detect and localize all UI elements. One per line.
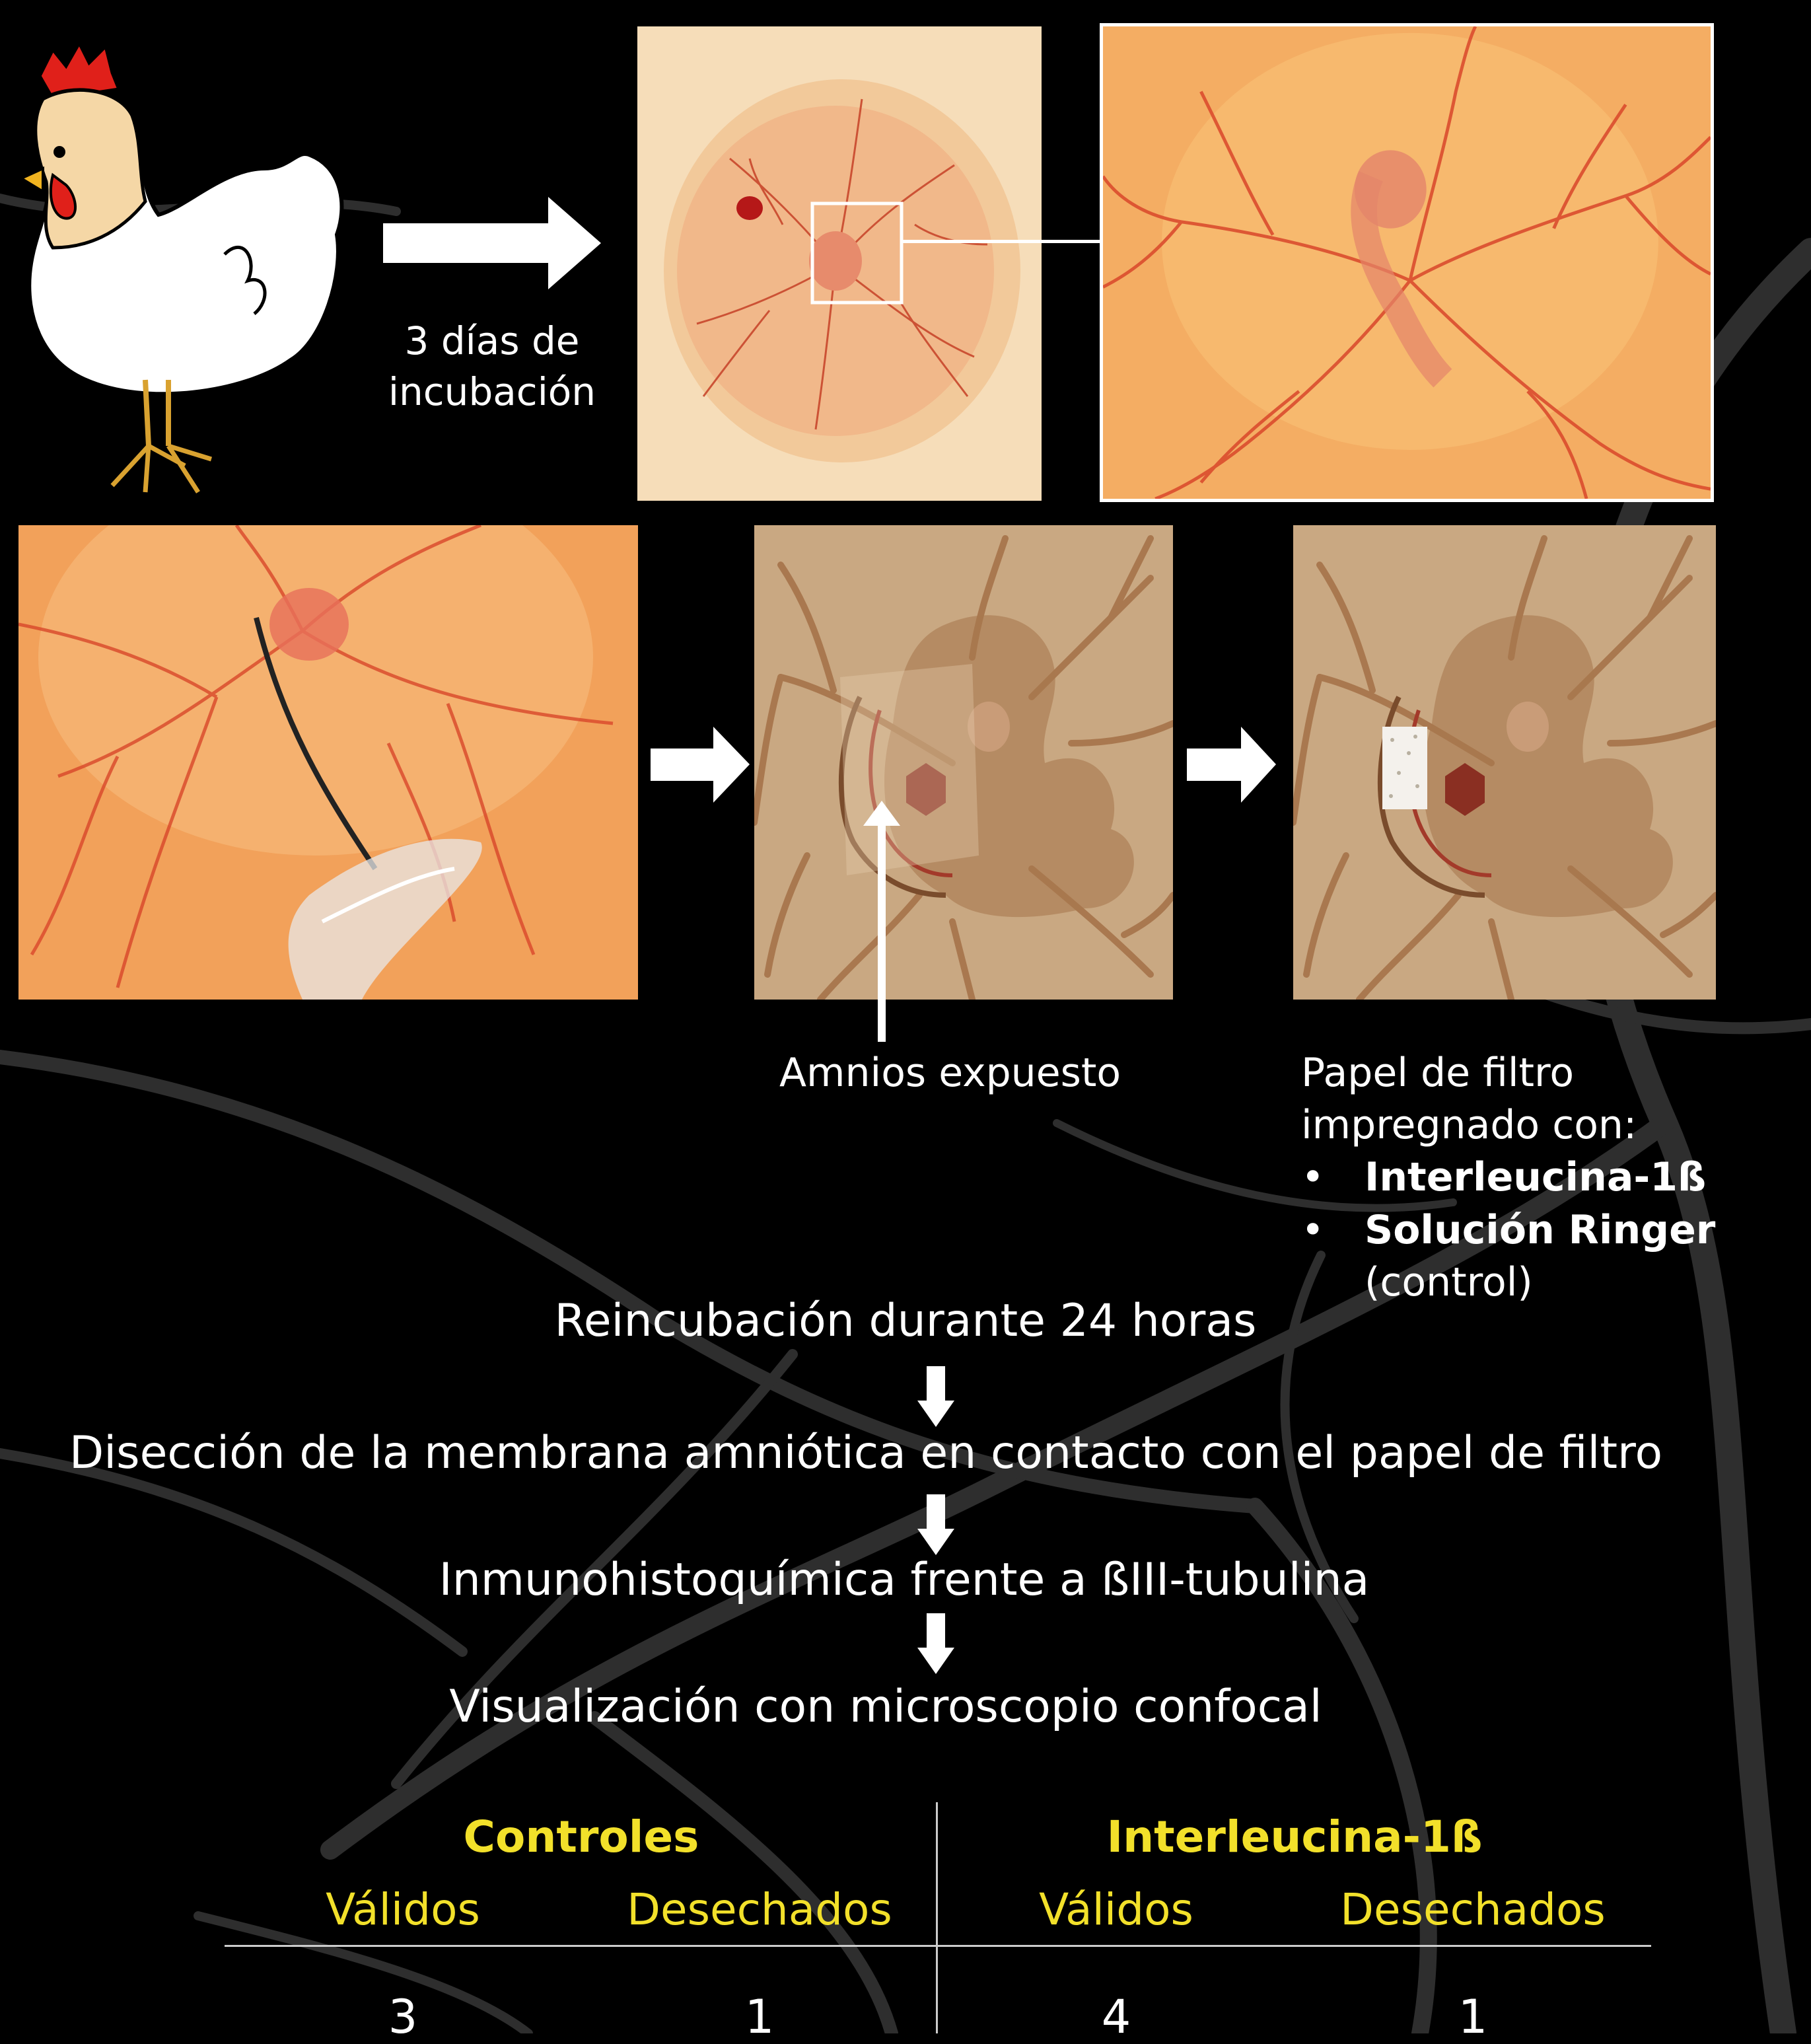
- treatment-name: Solución Ringer: [1365, 1207, 1715, 1253]
- amnion-label: Amnios expuesto: [779, 1047, 1121, 1099]
- column-header: Desechados: [1295, 1884, 1651, 1935]
- embryo-zoom-photo: [1100, 23, 1714, 502]
- amnion-sketch: [754, 525, 1173, 1000]
- egg-photo: [637, 26, 1042, 501]
- table-cell: 1: [1295, 1990, 1651, 2044]
- table-cell: 3: [225, 1990, 581, 2044]
- needle-photo: [18, 525, 638, 1000]
- column-header: Válidos: [225, 1884, 581, 1935]
- down-arrow-icon: [917, 1613, 954, 1674]
- filter-label-line1: Papel de filtro: [1301, 1047, 1777, 1099]
- bullet: •: [1301, 1204, 1324, 1257]
- hen-illustration: [13, 36, 350, 499]
- bullet: •: [1301, 1151, 1324, 1204]
- group-title-controles: Controles: [225, 1811, 938, 1862]
- down-arrow-icon: [917, 1366, 954, 1427]
- incubation-label-line1: 3 días de: [350, 316, 634, 367]
- treatment-item: •Solución Ringer(control): [1301, 1204, 1777, 1309]
- right-arrow-icon: [651, 727, 750, 803]
- filter-paper-label: Papel de filtro impregnado con: • Interle…: [1301, 1047, 1777, 1309]
- group-title-interleucina: Interleucina-1ß: [938, 1811, 1651, 1862]
- filter-paper-sketch: [1293, 525, 1716, 1000]
- step-dissection: Disección de la membrana amniótica en co…: [0, 1427, 1771, 1479]
- right-arrow-icon: [383, 197, 601, 289]
- column-header: Válidos: [938, 1884, 1295, 1935]
- step-confocal: Visualización con microscopio confocal: [0, 1681, 1791, 1733]
- treatment-item: • Interleucina-1ß: [1301, 1151, 1777, 1204]
- filter-label-line2: impregnado con:: [1301, 1099, 1777, 1151]
- step-reincubation: Reincubación durante 24 horas: [0, 1295, 1811, 1347]
- right-arrow-icon: [1187, 727, 1276, 803]
- incubation-label-line2: incubación: [350, 367, 634, 418]
- incubation-label: 3 días de incubación: [350, 316, 634, 417]
- header-divider: [225, 1945, 1651, 1947]
- up-arrow-icon: [862, 801, 902, 1042]
- step-immunohistochemistry: Inmunohistoquímica frente a ßIII-tubulin…: [0, 1554, 1810, 1606]
- table-cell: 4: [938, 1990, 1295, 2044]
- zoom-connector-line: [902, 240, 1100, 243]
- column-header: Desechados: [581, 1884, 938, 1935]
- treatment-list: •Interleucina-1ß •Solución Ringer(contro…: [1301, 1151, 1777, 1309]
- down-arrow-icon: [917, 1494, 954, 1555]
- table-cell: 1: [581, 1990, 938, 2044]
- treatment-name: Interleucina-1ß: [1365, 1154, 1706, 1200]
